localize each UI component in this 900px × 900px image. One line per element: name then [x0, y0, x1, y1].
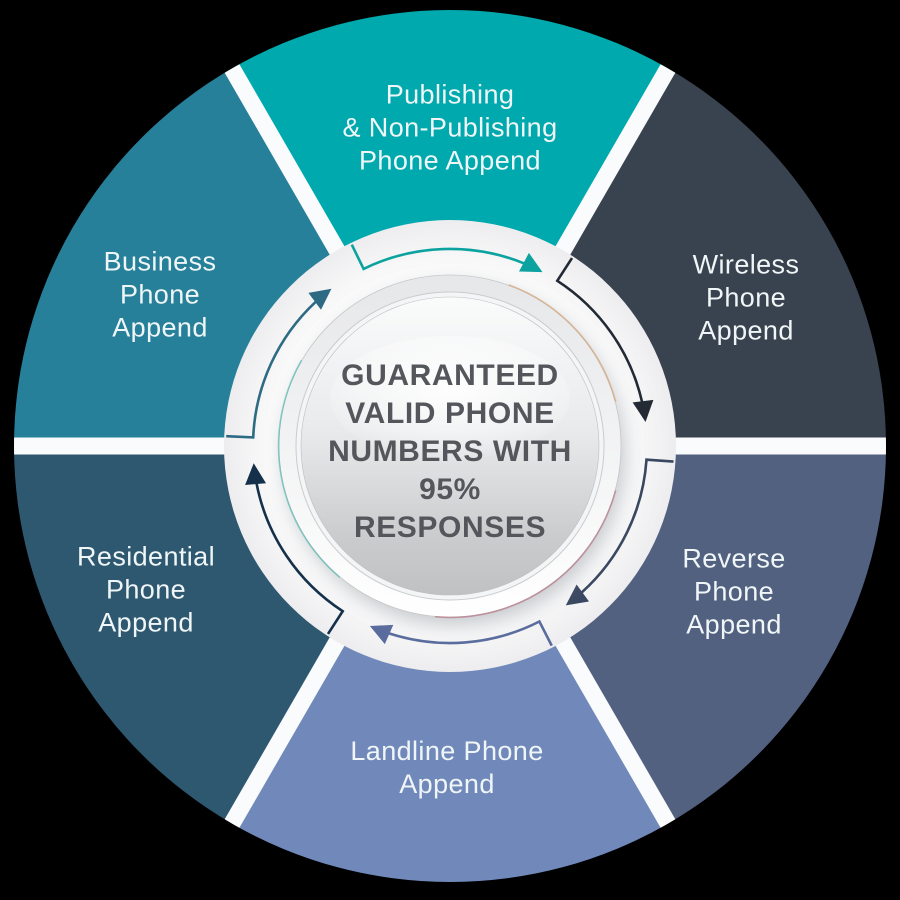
label-line: Append — [399, 769, 495, 799]
cycle-arrow-publishing — [350, 244, 525, 271]
label-line: Phone — [705, 282, 787, 313]
label-line: Phone — [693, 576, 775, 607]
label-line: Reverse — [682, 543, 786, 574]
label-line: Append — [112, 312, 208, 343]
label-line: Phone — [105, 574, 187, 605]
center-badge-text: GUARANTEED VALID PHONE NUMBERS WITH 95% … — [285, 357, 615, 547]
center-badge-gloss — [330, 336, 570, 460]
cycle-arrow-wireless — [555, 257, 644, 402]
cycle-arrowhead-publishing — [519, 252, 543, 273]
cycle-arrowhead-business — [308, 288, 332, 310]
center-line: 95% — [419, 473, 481, 506]
cycle-arrow-residential — [255, 483, 345, 635]
cycle-arrowhead-landline — [369, 624, 394, 645]
cycle-arrowhead-reverse — [565, 584, 589, 606]
label-line: Append — [98, 607, 194, 638]
label-line: Publishing — [385, 79, 515, 110]
label-line: Phone — [119, 279, 201, 310]
segment-label-residential: Residential Phone Append — [77, 541, 215, 640]
label-line: Residential — [77, 541, 215, 572]
rim-tint-orange — [508, 284, 617, 402]
label-line: & Non-Publishing — [342, 112, 558, 143]
center-line: RESPONSES — [353, 511, 547, 544]
segment-label-publishing: Publishing & Non-Publishing Phone Append — [342, 79, 557, 178]
label-line: Append — [698, 315, 794, 346]
cycle-arrowhead-wireless — [632, 399, 654, 422]
label-line: Business — [103, 246, 217, 277]
cycle-arrow-landline — [388, 619, 553, 647]
segment-label-reverse: Reverse Phone Append — [682, 543, 785, 642]
segment-label-wireless: Wireless Phone Append — [693, 249, 800, 348]
cycle-arrow-business — [226, 300, 317, 439]
center-line: VALID PHONE — [345, 397, 555, 430]
cycle-arrow-reverse — [580, 458, 674, 594]
segment-label-landline: Landline Phone Append — [350, 735, 543, 801]
label-line: Landline Phone — [350, 736, 544, 766]
rim-tint-crimson — [435, 490, 617, 619]
center-line: GUARANTEED — [341, 359, 559, 392]
center-line: NUMBERS WITH — [328, 435, 572, 468]
label-line: Wireless — [692, 249, 800, 280]
cycle-arrowhead-residential — [245, 463, 266, 485]
rim-tint-teal — [277, 359, 341, 578]
label-line: Phone Append — [359, 145, 541, 176]
segment-label-business: Business Phone Append — [104, 246, 217, 345]
label-line: Append — [686, 609, 782, 640]
